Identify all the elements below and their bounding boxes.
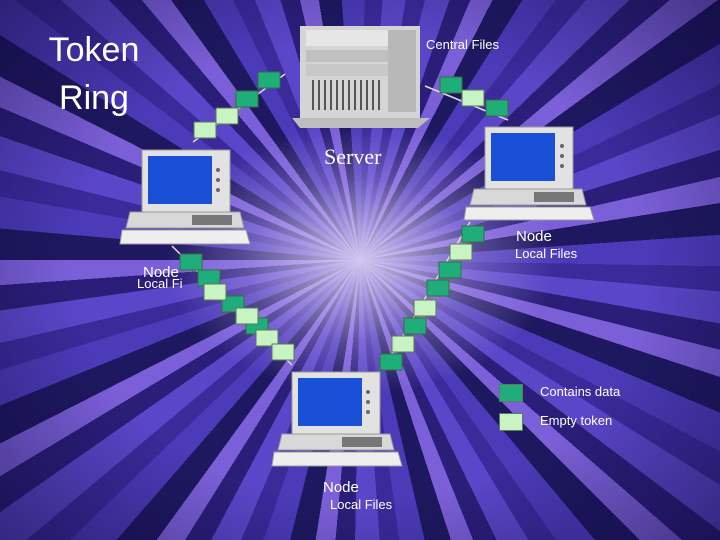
data-token xyxy=(235,90,259,108)
empty-token xyxy=(461,89,485,107)
legend-label-data: Contains data xyxy=(540,384,621,399)
data-token xyxy=(379,353,403,371)
node-left-files-clip: Local Files xyxy=(137,275,182,295)
empty-token xyxy=(193,121,217,139)
empty-token xyxy=(203,283,227,301)
node-right-label: Node xyxy=(516,228,552,245)
server-icon xyxy=(292,26,430,128)
legend-label-empty: Empty token xyxy=(540,413,613,428)
empty-token-group xyxy=(193,89,485,361)
legend-swatch-data xyxy=(499,384,523,402)
data-token xyxy=(426,279,450,297)
data-token xyxy=(257,71,281,89)
empty-token xyxy=(255,329,279,347)
empty-token xyxy=(449,243,473,261)
node-left-files: Local Files xyxy=(137,276,182,291)
title-line-1: Token xyxy=(48,31,140,69)
data-token xyxy=(179,253,203,271)
data-token xyxy=(439,76,463,94)
monitor-screen xyxy=(148,156,212,204)
legend-swatch-empty xyxy=(499,413,523,431)
data-token xyxy=(461,225,485,243)
empty-token xyxy=(215,107,239,125)
empty-token xyxy=(413,299,437,317)
node-right-files: Local Files xyxy=(515,246,578,261)
empty-token xyxy=(271,343,295,361)
data-token xyxy=(438,261,462,279)
node-left-label: Node xyxy=(143,264,179,281)
node-bottom-files: Local Files xyxy=(330,497,393,512)
computer-node-right-icon xyxy=(463,126,595,221)
computer-node-bottom-icon xyxy=(271,371,403,467)
data-token xyxy=(403,317,427,335)
data-token xyxy=(485,99,509,117)
data-token-group xyxy=(179,71,509,371)
node-bottom-label: Node xyxy=(323,479,359,496)
computer-node-left-icon xyxy=(119,149,251,245)
slide-title: Token Ring xyxy=(34,26,154,122)
empty-token xyxy=(391,335,415,353)
server-files-label: Central Files xyxy=(426,37,499,52)
server-caption: Server xyxy=(324,144,382,169)
title-line-2: Ring xyxy=(59,79,129,117)
empty-token xyxy=(235,307,259,325)
